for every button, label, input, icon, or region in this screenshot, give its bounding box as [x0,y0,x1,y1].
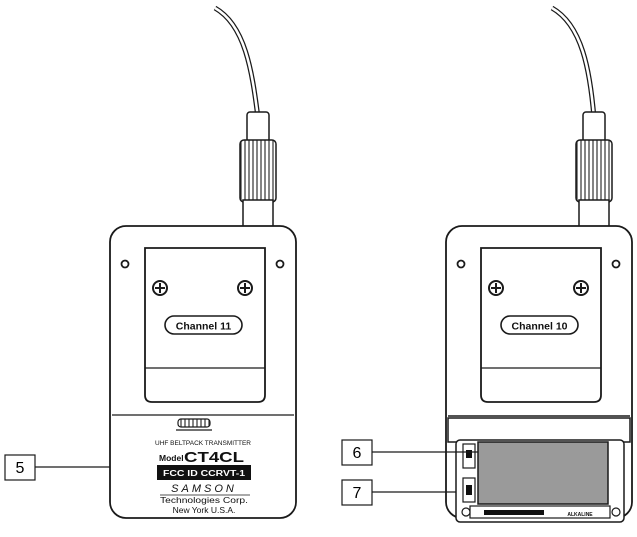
callout-5-number: 5 [16,460,25,477]
battery-door: ALKALINE [461,505,621,519]
right-channel-label: Channel 10 [511,321,567,333]
right-body-screw-left [456,259,466,269]
sticker-fcc-band [157,465,251,480]
callout-6-number: 6 [353,445,362,462]
right-channel-pill [500,315,579,335]
sticker-company: Technologies Corp. [160,495,248,505]
left-door-latch [176,418,212,431]
battery-door-label: ALKALINE [567,512,593,518]
callout-6: 6 [341,439,478,466]
right-connector [575,111,613,229]
sticker-line1: UHF BELTPACK TRANSMITTER [155,440,252,447]
left-cable [213,5,261,119]
sticker-brand: SAMSON [171,483,237,495]
right-body-screw-right [611,259,621,269]
left-channel-pill [164,315,243,335]
left-body-screw-left [120,259,130,269]
callout-7-number: 7 [353,485,362,502]
right-open-door-flap [447,417,631,443]
sticker-model-prefix: Model [159,453,184,463]
left-connector [239,111,277,229]
callout-5: 5 [4,454,110,481]
right-cable [550,5,597,119]
battery-contacts [462,443,476,503]
right-clip-screw-1 [488,280,504,296]
sticker-fcc-id: FCC ID CCRVT-1 [163,469,246,478]
sticker-location: New York U.S.A. [173,505,236,515]
left-clip-screw-1 [152,280,168,296]
left-clip-screw-2 [237,280,253,296]
left-label-sticker: UHF BELTPACK TRANSMITTER Model CT4CL FCC… [155,440,252,515]
right-transmitter: Channel 10 ALKALINE [445,5,633,523]
left-transmitter: Channel 11 UHF BELTPACK TRANSMITTER Mode… [109,5,297,519]
right-clip-screw-2 [573,280,589,296]
left-body-screw-right [275,259,285,269]
left-channel-label: Channel 11 [176,321,232,333]
callout-7: 7 [341,479,456,506]
battery [477,441,609,505]
sticker-model-name: CT4CL [184,449,244,466]
